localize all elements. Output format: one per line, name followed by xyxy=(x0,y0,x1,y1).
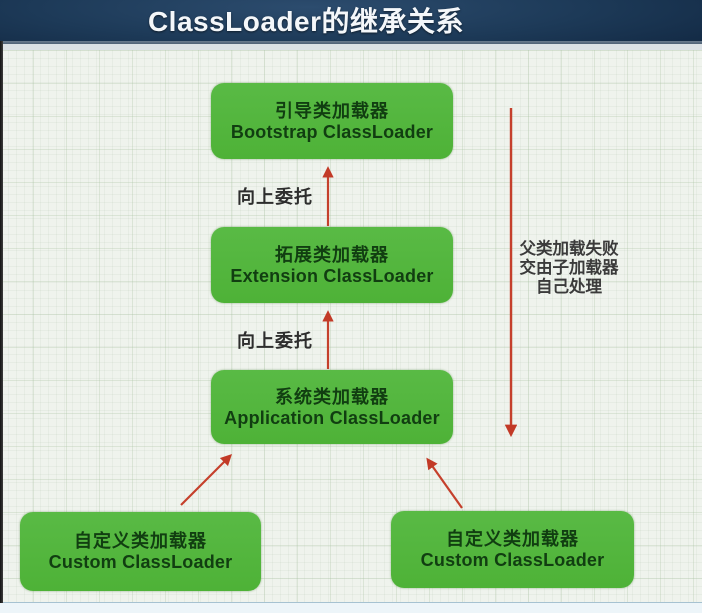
node-label-en: Application ClassLoader xyxy=(224,407,440,428)
parent-fail-note-line2: 交由子加载器 xyxy=(519,259,619,277)
parent-fail-note-line1: 父类加载失败 xyxy=(519,240,619,258)
title-bar-highlight xyxy=(0,44,702,50)
parent-fail-note: 父类加载失败 交由子加载器 自己处理 xyxy=(513,240,625,297)
delegate-up-label-1: 向上委托 xyxy=(237,187,313,207)
node-label-zh: 自定义类加载器 xyxy=(446,529,579,549)
node-label-zh: 引导类加载器 xyxy=(275,100,389,121)
node-label-en: Extension ClassLoader xyxy=(230,265,434,286)
node-label-zh: 拓展类加载器 xyxy=(275,244,389,265)
node-label-en: Custom ClassLoader xyxy=(420,550,605,570)
node-custom-classloader-right: 自定义类加载器 Custom ClassLoader xyxy=(391,511,634,588)
title-bar: ClassLoader的继承关系 xyxy=(0,0,702,41)
node-label-en: Bootstrap ClassLoader xyxy=(230,121,434,142)
node-label-zh: 系统类加载器 xyxy=(275,386,389,407)
custom-left-to-application-arrow xyxy=(180,453,233,506)
custom-right-to-application-arrow xyxy=(426,457,463,509)
parent-fail-note-line3: 自己处理 xyxy=(536,278,602,296)
node-label-en: Custom ClassLoader xyxy=(48,552,233,572)
delegate-up-label-2: 向上委托 xyxy=(237,331,313,351)
page-title: ClassLoader的继承关系 xyxy=(147,6,465,37)
node-bootstrap-classloader: 引导类加载器 Bootstrap ClassLoader xyxy=(211,83,453,159)
node-extension-classloader: 拓展类加载器 Extension ClassLoader xyxy=(211,227,453,303)
node-label-zh: 自定义类加载器 xyxy=(74,531,207,551)
node-custom-classloader-left: 自定义类加载器 Custom ClassLoader xyxy=(20,512,261,591)
title-bar-edge xyxy=(0,41,702,44)
node-application-classloader: 系统类加载器 Application ClassLoader xyxy=(211,370,453,444)
bottom-frame-strip xyxy=(0,602,702,613)
left-frame-edge xyxy=(0,41,3,603)
